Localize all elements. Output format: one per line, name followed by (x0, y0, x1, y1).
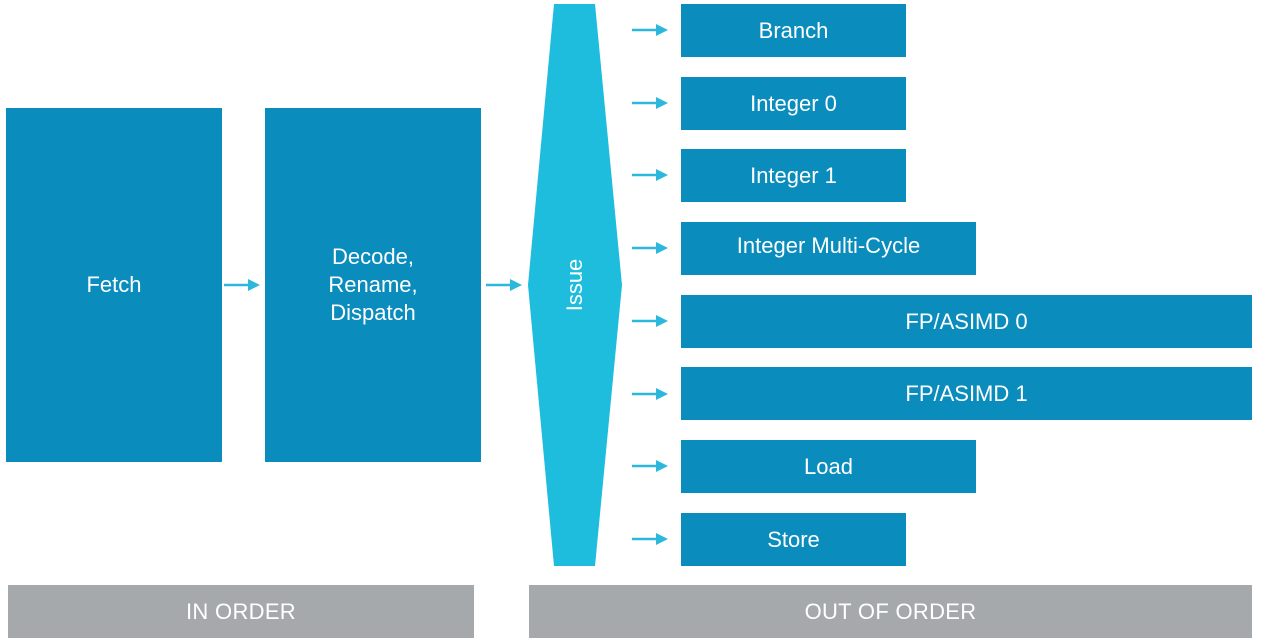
arrow-right-icon (224, 279, 260, 291)
exec-unit-integer-1: Integer 1 (681, 149, 906, 202)
exec-unit-label: Integer Multi-Cycle (736, 232, 921, 258)
exec-unit-label: FP/ASIMD 1 (905, 380, 1028, 406)
in-order-band: IN ORDER (8, 585, 474, 638)
exec-unit-integer-0: Integer 0 (681, 77, 906, 130)
rename-label: Rename, (328, 272, 418, 297)
arrow-right-icon (632, 24, 668, 36)
arrow-right-icon (632, 242, 668, 254)
arrow-right-icon (632, 533, 668, 545)
decode-rename-dispatch-stage: Decode, Rename, Dispatch (265, 108, 481, 462)
exec-unit-label: Branch (758, 17, 829, 43)
fetch-stage: Fetch (6, 108, 222, 462)
decode-label: Decode, (332, 244, 414, 269)
fetch-label: Fetch (86, 272, 142, 297)
exec-unit-label: Store (767, 526, 820, 552)
arrow-right-icon (632, 169, 668, 181)
arrow-right-icon (632, 388, 668, 400)
exec-unit-label: Load (804, 453, 853, 479)
exec-unit-store: Store (681, 513, 906, 566)
arrow-right-icon (632, 460, 668, 472)
exec-unit-label: Integer 1 (750, 162, 837, 188)
exec-unit-load: Load (681, 440, 976, 493)
out-of-order-band: OUT OF ORDER (529, 585, 1252, 638)
out-of-order-label: OUT OF ORDER (804, 598, 977, 624)
in-order-label: IN ORDER (186, 598, 296, 624)
arrow-right-icon (632, 315, 668, 327)
arrow-right-icon (486, 279, 522, 291)
arrow-right-icon (632, 97, 668, 109)
dispatch-label: Dispatch (330, 300, 416, 325)
issue-label: Issue (562, 258, 587, 312)
exec-unit-label: Integer 0 (750, 90, 837, 116)
exec-unit-fp-asimd-1: FP/ASIMD 1 (681, 367, 1252, 420)
exec-unit-integer-multi-cycle: Integer Multi-Cycle (681, 222, 976, 275)
issue-stage-shape (528, 4, 622, 566)
exec-unit-fp-asimd-0: FP/ASIMD 0 (681, 295, 1252, 348)
exec-unit-label: FP/ASIMD 0 (905, 308, 1028, 334)
exec-unit-branch: Branch (681, 4, 906, 57)
